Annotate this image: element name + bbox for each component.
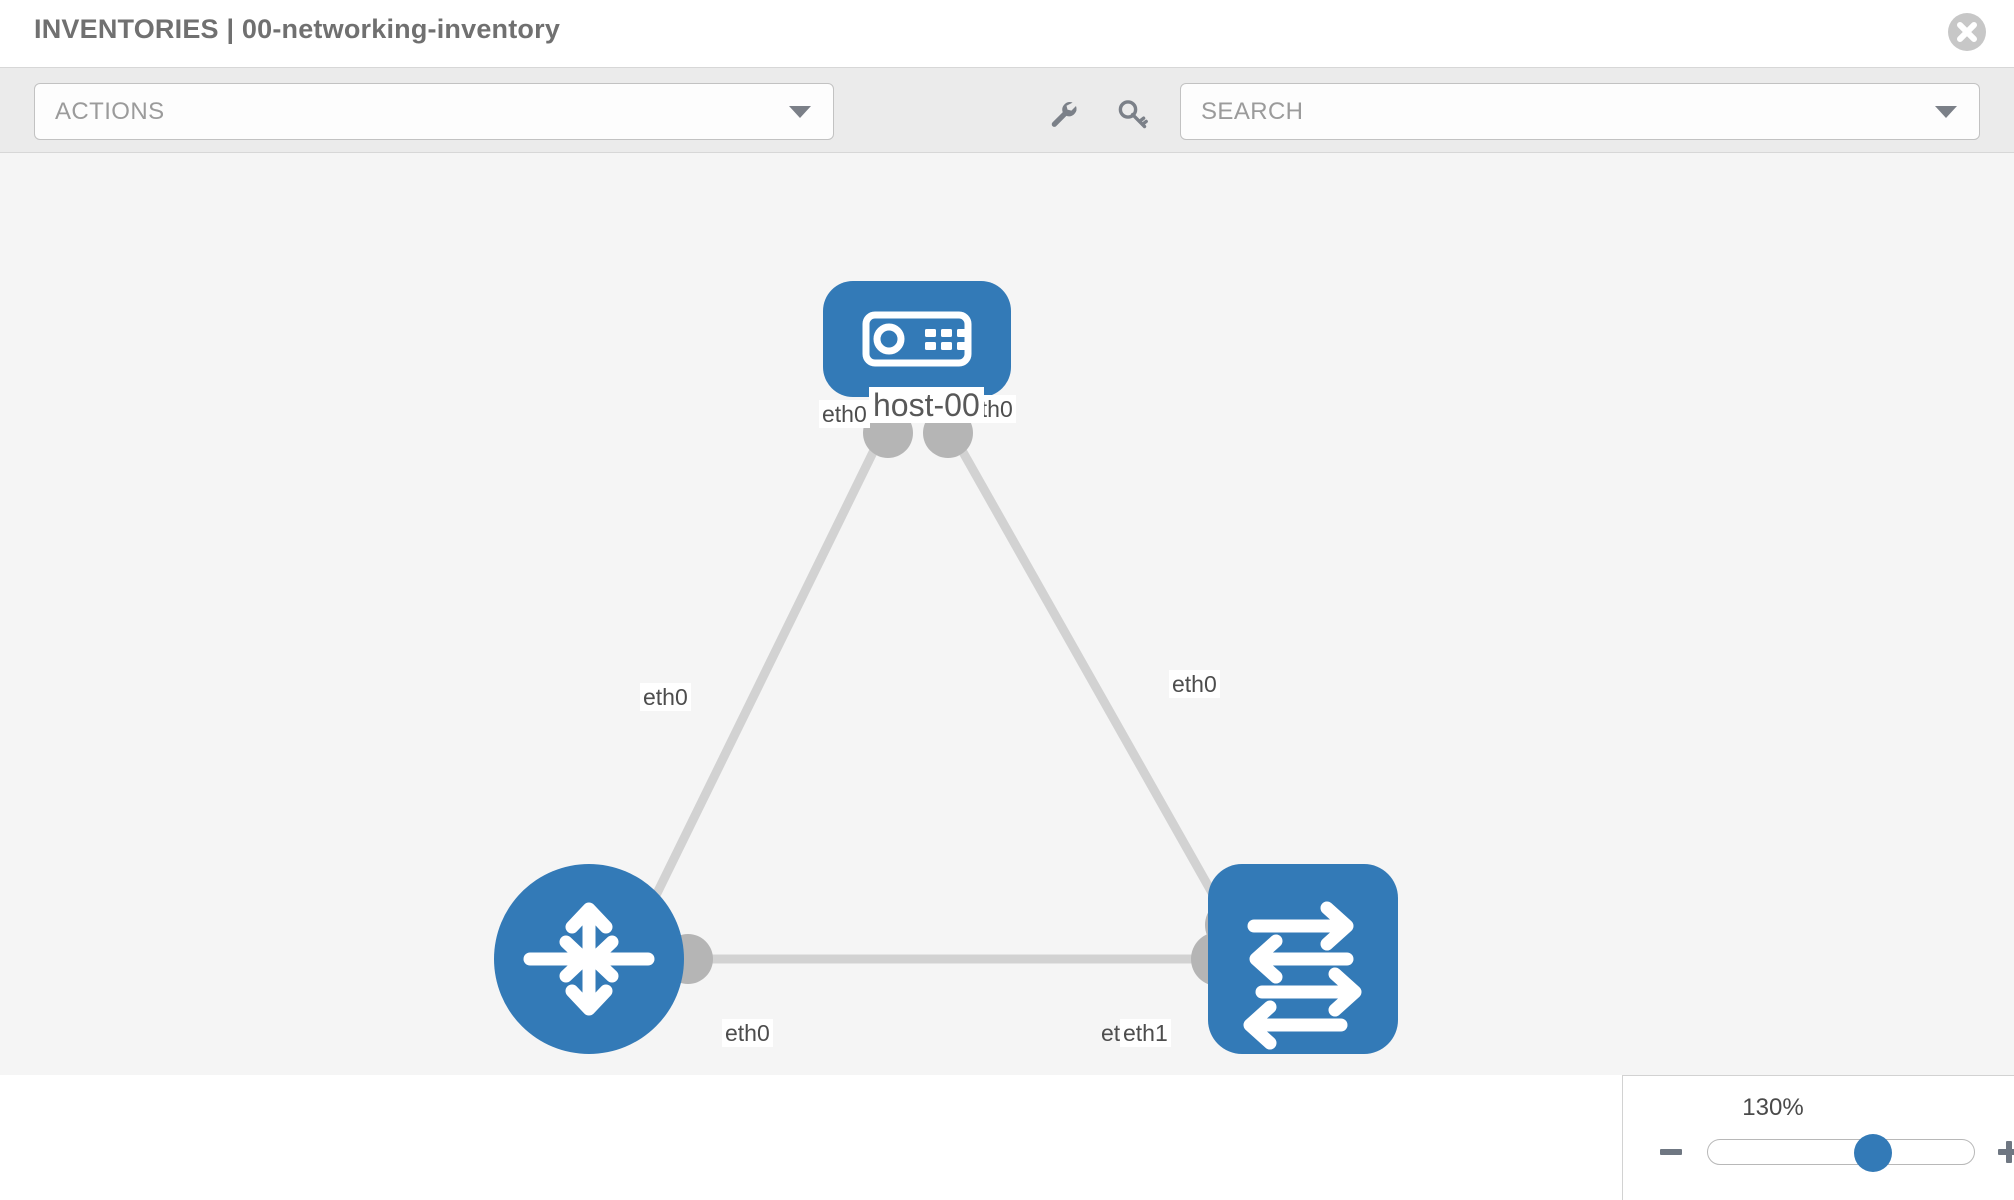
zoom-slider-row [1623, 1132, 2014, 1172]
close-icon[interactable] [1948, 13, 1986, 51]
zoom-percent-label: 130% [1742, 1094, 1804, 1121]
node-host-00[interactable] [823, 281, 1011, 397]
search-input[interactable]: SEARCH [1180, 83, 1980, 140]
zoom-slider-thumb[interactable] [1853, 1134, 1892, 1172]
edge-label-router-host: eth0 [640, 683, 691, 711]
toolbar: ACTIONS SEARCH [0, 68, 2014, 153]
edge-label-switch-router: eth1 [1120, 1019, 1171, 1047]
actions-dropdown-label: ACTIONS [55, 97, 165, 125]
minus-icon[interactable] [1651, 1132, 1691, 1172]
node-switch-00[interactable] [1208, 864, 1398, 1054]
edge-label-router-switch: eth0 [722, 1019, 773, 1047]
zoom-control-panel: 130% [1622, 1075, 2014, 1200]
page-header: INVENTORIES | 00-networking-inventory [0, 0, 2014, 68]
topology-graph [494, 281, 1398, 1054]
node-router-00[interactable] [494, 864, 684, 1054]
chevron-down-icon [789, 105, 811, 118]
edge-label-switch-host: eth0 [1169, 670, 1220, 698]
zoom-slider-track[interactable] [1707, 1134, 1975, 1172]
topology-canvas[interactable]: eth0 eth0 eth0 eth0 eth0 eth0 eth1 host-… [0, 153, 2014, 1075]
page-title: INVENTORIES | 00-networking-inventory [34, 14, 561, 44]
actions-dropdown[interactable]: ACTIONS [34, 83, 834, 140]
chevron-down-icon[interactable] [1935, 105, 1957, 118]
topology-links [635, 435, 1232, 964]
wrench-icon[interactable] [1043, 94, 1083, 134]
search-input-placeholder: SEARCH [1201, 97, 1304, 125]
plus-icon[interactable] [1989, 1132, 2014, 1172]
edge-label-host-router: eth0 [819, 400, 870, 428]
key-icon[interactable] [1112, 94, 1152, 134]
node-label-host-00: host-00 [869, 387, 984, 423]
